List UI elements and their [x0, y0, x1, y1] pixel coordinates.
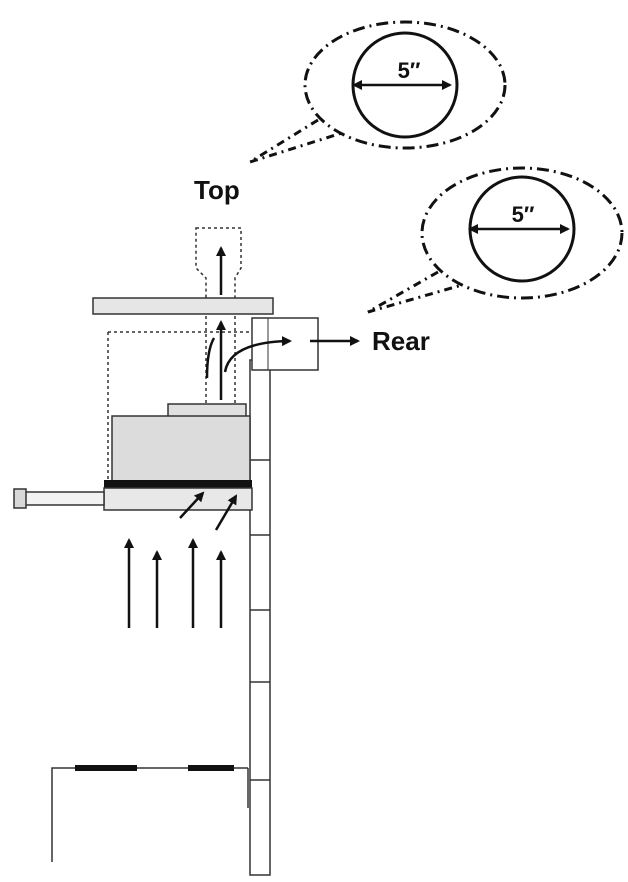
rear-label: Rear — [372, 326, 430, 356]
rear-duct-callout: 5″ — [367, 166, 624, 314]
top-duct-outline — [195, 227, 242, 410]
top-label: Top — [194, 175, 240, 205]
airflow-arrow-intake-1 — [179, 491, 205, 519]
airflow-arrow-curve-rear — [223, 336, 292, 373]
airflow-arrows — [124, 246, 360, 628]
rear-diameter-label: 5″ — [512, 202, 535, 227]
airflow-arrow-intake-2 — [214, 494, 238, 531]
cooktop-range — [51, 765, 249, 862]
hood-extension-bar — [13, 488, 105, 509]
wall — [249, 359, 271, 876]
cabinet-outline — [107, 331, 250, 480]
top-duct-callout: 5″ — [249, 20, 507, 164]
cabinet-shelf — [92, 297, 274, 315]
range-hood — [103, 403, 253, 511]
top-diameter-label: 5″ — [398, 58, 421, 83]
airflow-arrow-curve-left — [205, 337, 216, 379]
